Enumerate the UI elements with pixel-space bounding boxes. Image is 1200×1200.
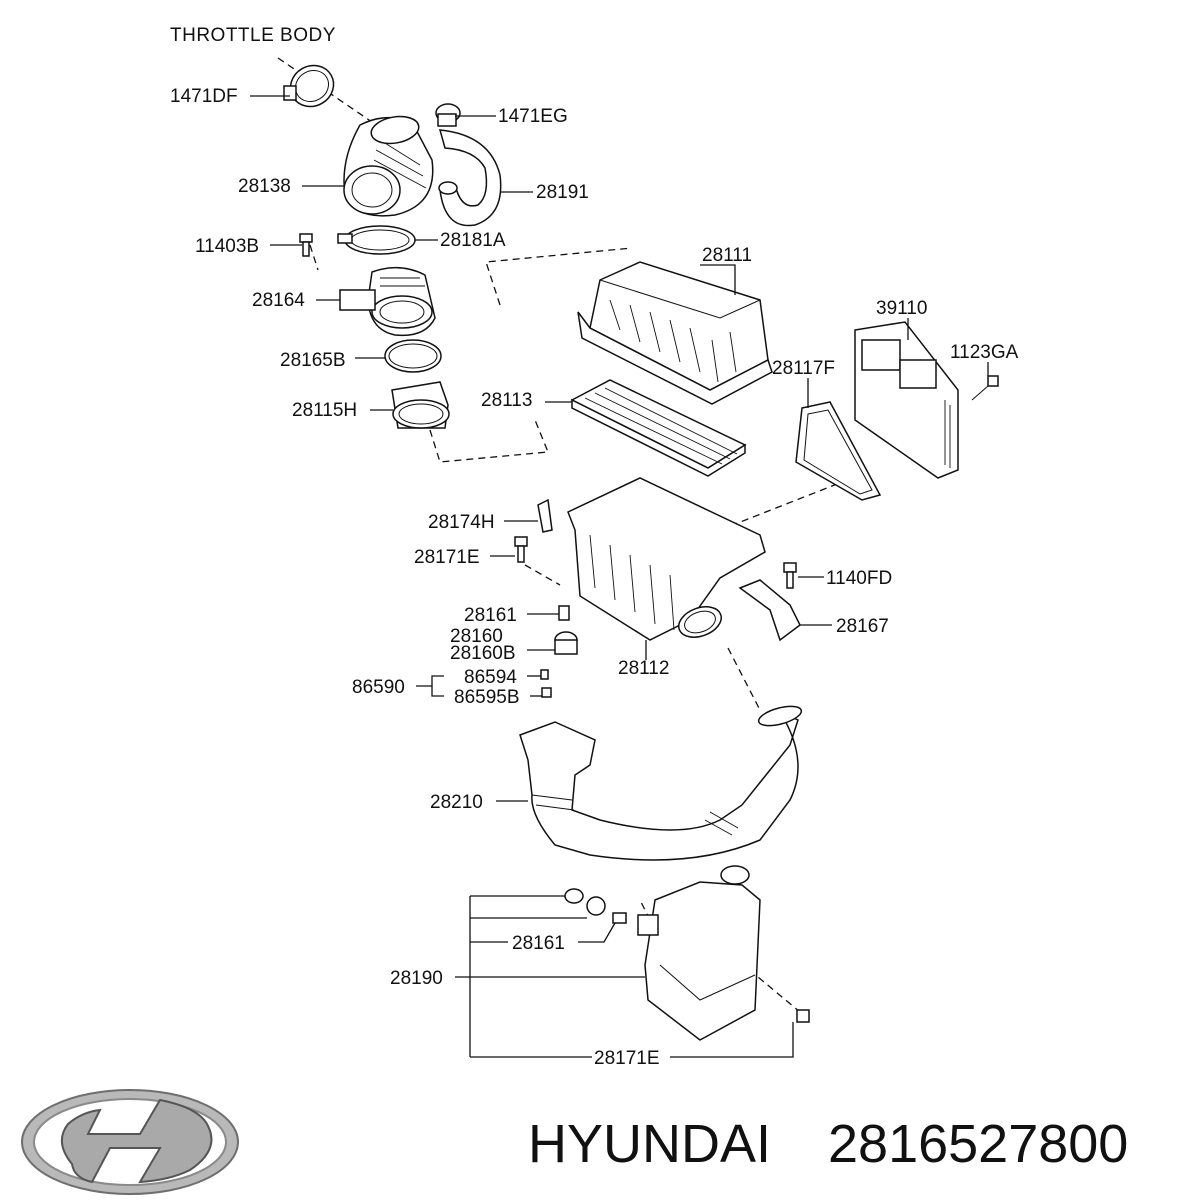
label-39110: 39110: [876, 298, 927, 319]
leader-lines: [250, 95, 989, 1058]
ecu-39110-part: [854, 321, 959, 479]
resonator-washer-part: [564, 888, 584, 904]
hyundai-logo: [21, 1089, 239, 1195]
label-28161-lower: 28161: [512, 933, 565, 954]
label-11403b: 11403B: [195, 236, 259, 257]
intake-hose-28138-part: [343, 115, 434, 217]
label-1123ga: 1123GA: [950, 342, 1019, 363]
label-28113: 28113: [481, 390, 532, 411]
label-28112: 28112: [618, 658, 669, 679]
label-1140fd: 1140FD: [826, 568, 892, 589]
gasket-28165b-part: [384, 339, 442, 373]
bolt-28171e-lower-part: [796, 1009, 810, 1023]
label-28190: 28190: [390, 968, 443, 989]
part-number: 2816527800: [828, 1114, 1128, 1174]
label-86590: 86590: [352, 677, 405, 698]
bracket-28167-part: [738, 579, 801, 642]
brand-name: HYUNDAI: [528, 1114, 771, 1174]
filter-element-28113-part: [570, 379, 747, 477]
label-28171e-upper: 28171E: [414, 547, 480, 568]
clip-86594-part: [540, 669, 549, 680]
label-28171e-lower: 28171E: [594, 1048, 660, 1069]
label-28164: 28164: [252, 290, 305, 311]
intake-duct-28210-part: [519, 705, 803, 861]
label-1471eg: 1471EG: [498, 106, 568, 127]
label-86595b: 86595B: [454, 687, 520, 708]
label-28160b: 28160B: [450, 643, 516, 664]
label-28138: 28138: [238, 176, 291, 197]
air-cleaner-cover-28111-part: [577, 261, 773, 405]
label-86594: 86594: [464, 667, 517, 688]
label-28174h: 28174H: [428, 512, 495, 533]
label-28210: 28210: [430, 792, 483, 813]
resonator-grommet-part: [586, 896, 606, 916]
bolt-1140fd-part: [783, 562, 797, 589]
label-28165b: 28165B: [280, 350, 346, 371]
label-28181a: 28181A: [440, 230, 506, 251]
label-28115h: 28115H: [292, 400, 357, 421]
screw-11403b-part: [299, 233, 313, 257]
plate-28117f-part: [795, 401, 882, 501]
bolt-1123ga-part: [971, 375, 999, 401]
duct-adapter-28115h-part: [391, 381, 450, 429]
bolt-28171e-upper-part: [514, 536, 528, 563]
clamp-1471df-part: [283, 64, 335, 108]
label-28191: 28191: [536, 182, 589, 203]
label-1471df: 1471DF: [170, 86, 238, 107]
bush-28161-upper-part: [558, 605, 570, 621]
clamp-1471eg-part: [435, 103, 461, 127]
label-28160: 28160: [450, 626, 503, 647]
clamp-28181a-part: [337, 225, 416, 255]
resonator-28190-part: [637, 865, 761, 1041]
pin-86595b-part: [541, 687, 552, 698]
bush-28161-lower-part: [612, 912, 627, 924]
label-28117f: 28117F: [772, 358, 835, 379]
clip-28174h-part: [537, 498, 553, 533]
air-flow-sensor-28164-part: [339, 266, 436, 337]
throttle-body-title: THROTTLE BODY: [170, 25, 336, 46]
breather-hose-28191-part: [438, 129, 502, 227]
lower-body-28112-part: [567, 477, 766, 641]
label-28167: 28167: [836, 616, 889, 637]
label-28111: 28111: [702, 245, 752, 266]
rubber-28160-part: [554, 631, 578, 655]
label-28161-upper: 28161: [464, 605, 517, 626]
